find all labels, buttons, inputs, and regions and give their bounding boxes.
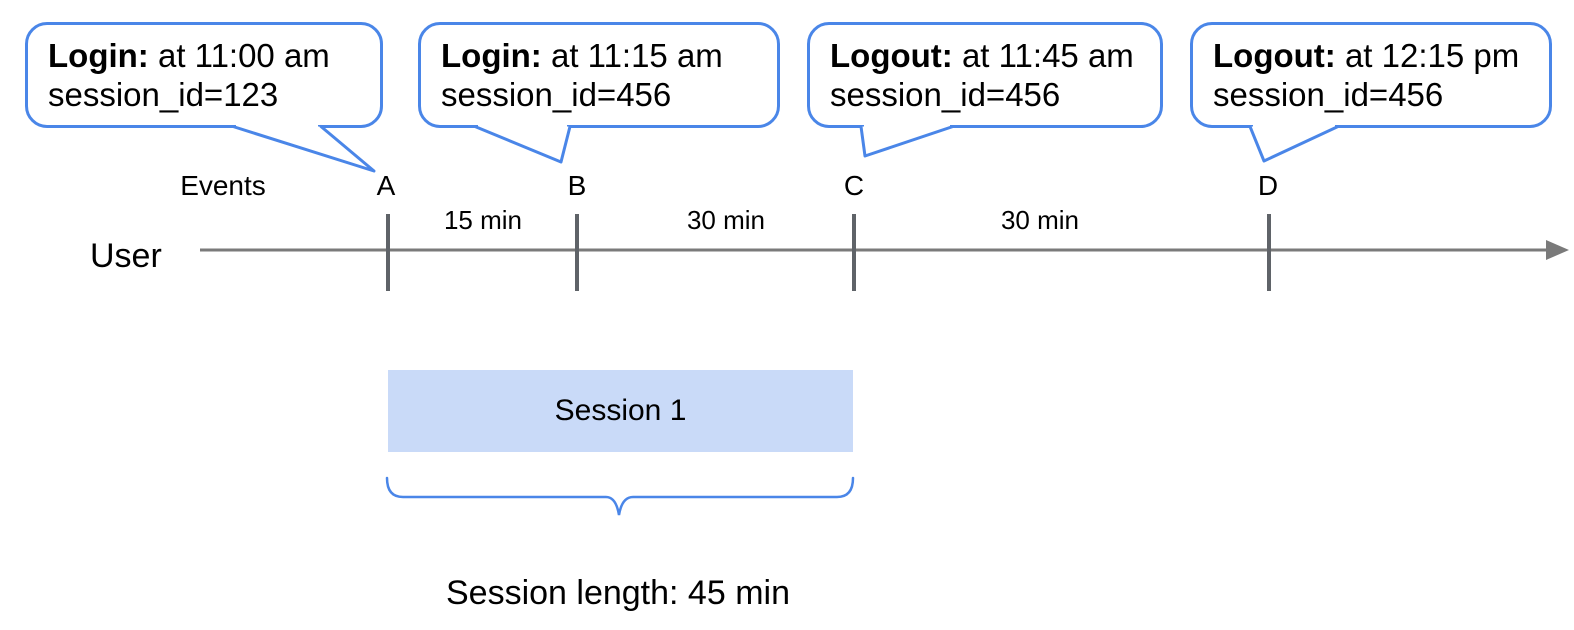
- event-type-label: Login:: [48, 37, 149, 74]
- callout-line-1: Login: at 11:00 am: [48, 36, 370, 75]
- events-axis-label: Events: [180, 170, 266, 201]
- callout-tail-d: [1248, 125, 1340, 163]
- callout-logout-d: Logout: at 12:15 pm session_id=456: [1190, 22, 1552, 128]
- interval-label-bc: 30 min: [686, 205, 766, 235]
- interval-label-ab: 15 min: [443, 205, 523, 235]
- event-type-label: Logout:: [1213, 37, 1336, 74]
- interval-label-cd: 30 min: [1000, 205, 1080, 235]
- event-time-label: at 12:15 pm: [1344, 37, 1520, 74]
- callout-line-2: session_id=456: [441, 76, 672, 113]
- user-axis-label: User: [90, 237, 162, 275]
- callout-line-2: session_id=456: [1213, 76, 1444, 113]
- callout-line-2: session_id=456: [830, 76, 1061, 113]
- event-marker-b: B: [567, 170, 587, 201]
- event-time-label: at 11:45 am: [961, 37, 1134, 74]
- callout-line-1: Login: at 11:15 am: [441, 36, 767, 75]
- event-marker-c: C: [843, 170, 865, 201]
- callout-line-1: Logout: at 12:15 pm: [1213, 36, 1539, 75]
- session-length-label: Session length: 45 min: [446, 574, 790, 612]
- callout-line-1: Logout: at 11:45 am: [830, 36, 1150, 75]
- event-time-label: at 11:00 am: [157, 37, 330, 74]
- callout-tail-a: [231, 125, 376, 173]
- callout-logout-c: Logout: at 11:45 am session_id=456: [807, 22, 1163, 128]
- callout-tail-b: [473, 125, 572, 164]
- callout-login-b: Login: at 11:15 am session_id=456: [418, 22, 780, 128]
- callout-line-2: session_id=123: [48, 76, 279, 113]
- callout-tail-c: [859, 125, 955, 158]
- event-type-label: Login:: [441, 37, 542, 74]
- session-brace: [385, 476, 855, 516]
- timeline-arrowhead-icon: [1546, 240, 1569, 260]
- callout-login-a: Login: at 11:00 am session_id=123: [25, 22, 383, 128]
- event-marker-a: A: [376, 170, 396, 201]
- event-time-label: at 11:15 am: [550, 37, 723, 74]
- session-1-label: Session 1: [554, 394, 687, 427]
- session-1-bar: Session 1: [388, 370, 853, 452]
- event-type-label: Logout:: [830, 37, 953, 74]
- event-marker-d: D: [1257, 170, 1279, 201]
